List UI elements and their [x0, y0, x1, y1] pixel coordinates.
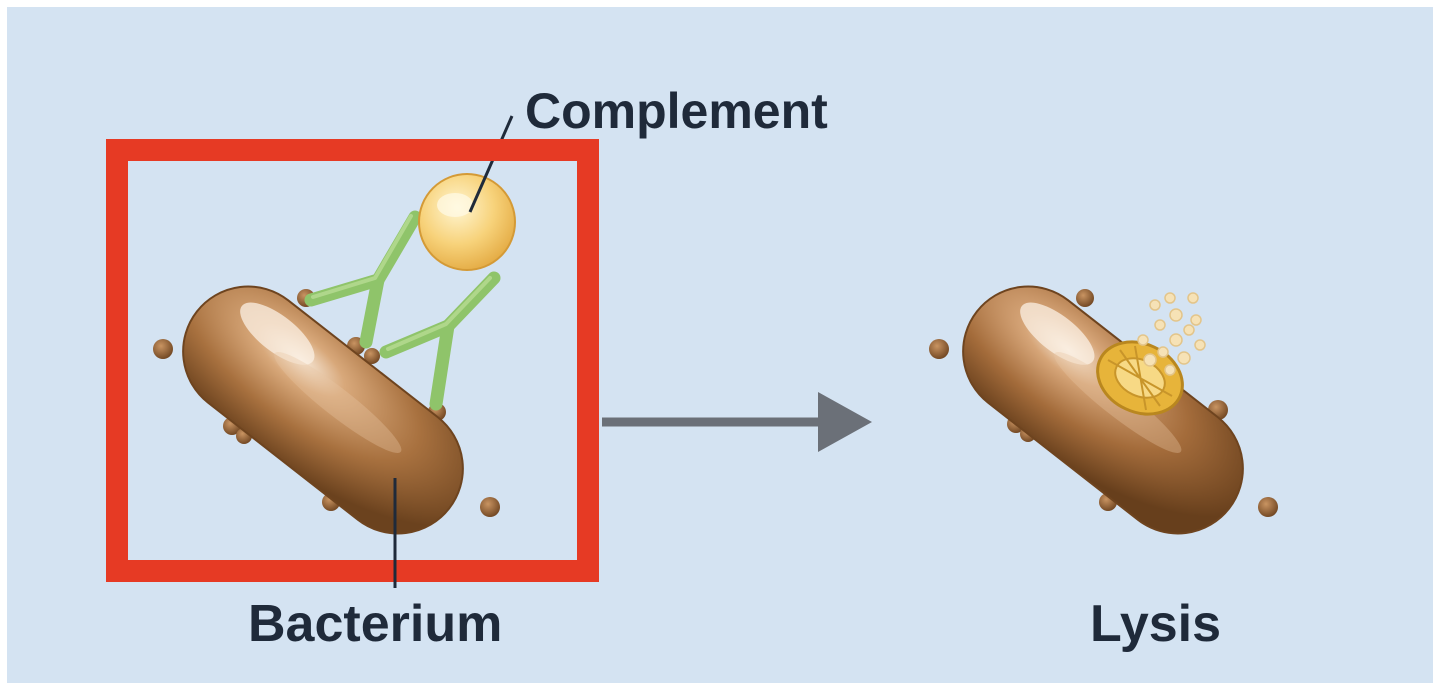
highlight-box	[106, 139, 599, 582]
complement-protein-icon	[418, 173, 516, 271]
lysed-bacterium	[929, 285, 1278, 535]
complement-label: Complement	[525, 83, 828, 139]
antibody-icon	[304, 210, 501, 411]
bacterium-with-antibodies	[153, 115, 516, 535]
lysis-label: Lysis	[1090, 595, 1222, 653]
complement-leader-line	[468, 115, 514, 213]
leaking-contents	[1137, 292, 1206, 376]
bacterium-label: Bacterium	[248, 595, 503, 653]
membrane-pore-icon	[1096, 340, 1184, 416]
right-arrow-icon	[602, 392, 872, 452]
rod-bacterium-icon	[182, 285, 464, 535]
